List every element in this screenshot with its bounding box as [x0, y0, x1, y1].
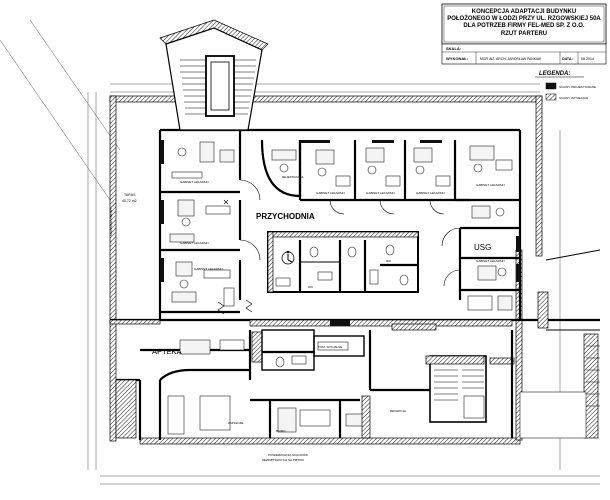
room-label-taras: TARAS [124, 193, 136, 197]
date-value: 08.2014 [581, 57, 594, 61]
date-label: DATA: [562, 57, 573, 61]
pharmacy [115, 339, 250, 439]
scale-label: SKALA: [446, 46, 461, 51]
legend-label-existing: ŚCIANY ISTNIEJĄCE [559, 95, 588, 100]
door-swings [217, 179, 461, 315]
room-label-wc-2: WC [386, 259, 392, 263]
room-label-ogrod: OGRÓDEK ZIMOWY [108, 208, 113, 237]
room-label-gabinet-4: GABINET LEKARSKI [316, 191, 345, 195]
room-label-pow-schodow-2: ZEWNĘTRZNYCH NA PIĘTRO [262, 458, 305, 462]
corridor [109, 319, 513, 380]
legend-label-projected: ŚCIANY PROJEKTOWANE [559, 84, 596, 89]
room-label-biuro: BIURO [276, 429, 286, 433]
top-offices [260, 139, 513, 202]
title-block [441, 3, 607, 65]
room-label-pow-schodow: POWIERZCHNIA SCHODÓW [268, 452, 308, 457]
room-label-taras-area: 40,72 m2 [122, 199, 137, 203]
room-label-wc-1: WC [308, 285, 314, 289]
lower-stair [425, 330, 515, 438]
legend-swatch-existing [545, 93, 557, 101]
room-label-pom-socjalne: POM. SOCJALNE [318, 345, 342, 349]
room-label-gabinet-6: GABINET LEKARSKI [416, 191, 445, 195]
room-label-gabinet-3: GABINET LEKARSKI [194, 267, 223, 271]
central-core [267, 231, 419, 293]
room-label-apteka: APTEKA [152, 347, 182, 356]
title-line-2: POŁOŻONEGO W ŁODZI PRZY UL. RZGOWSKIEJ 5… [447, 15, 601, 22]
room-label-recepcja: RECEPCJA [390, 409, 406, 413]
room-label-zaplecze: ZAPLECZE [228, 421, 244, 425]
legend-swatch-projected [545, 82, 557, 90]
author-label: WYKONAŁ: [446, 56, 468, 61]
title-line-1: KONCEPCJA ADAPTACJI BUDYNKU [472, 9, 576, 15]
usg-rooms [455, 198, 520, 311]
legend [535, 76, 584, 101]
left-offices [160, 130, 242, 314]
author-name: MGR INŻ. ARCH. JAROSŁAW PANKIAK [480, 56, 542, 61]
exterior-ramp [519, 249, 601, 439]
lower-rooms [250, 323, 437, 439]
room-label-gabinet-8: GABINET LEKARSKI [476, 259, 505, 263]
room-label-gabinet-1: GABINET LEKARSKI [180, 180, 209, 184]
room-label-rejestracja: REJESTRACJA [282, 175, 303, 179]
room-label-gabinet-7: GABINET LEKARSKI [476, 183, 505, 187]
legend-title: LEGENDA: [539, 71, 570, 77]
room-label-usg: USG [474, 243, 491, 252]
title-line-4: RZUT PARTERU [501, 31, 547, 37]
room-label-przychodnia: PRZYCHODNIA [256, 212, 315, 221]
room-label-gabinet-5: GABINET LEKARSKI [366, 191, 395, 195]
title-line-3: DLA POTRZEB FIRMY FEL-MED SP. Z O.O. [463, 23, 585, 29]
room-label-gabinet-2: GABINET LEKARSKI [180, 241, 209, 245]
stair-tower [159, 19, 269, 131]
